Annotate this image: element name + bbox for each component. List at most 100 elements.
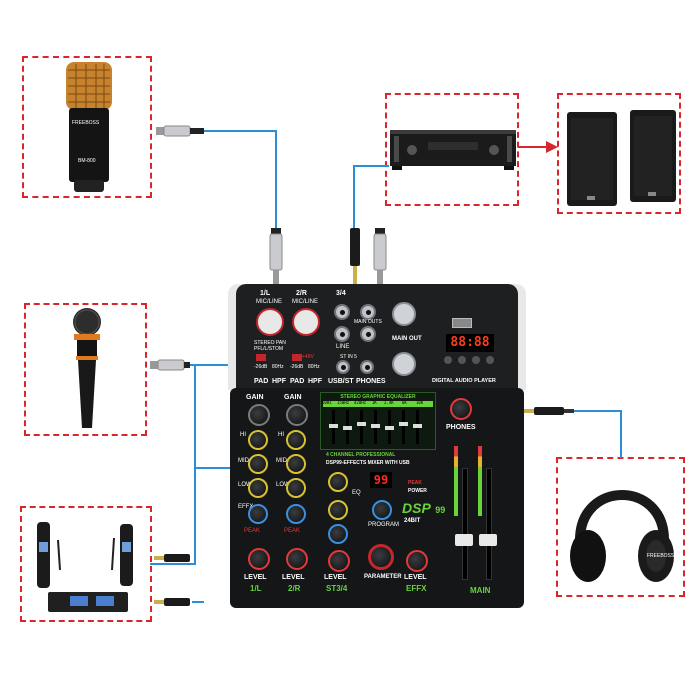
ch1-mid-knob[interactable]	[248, 454, 268, 474]
effx-level-knob[interactable]	[406, 550, 428, 572]
ch1-pad-label: PAD	[254, 378, 269, 385]
eq-band-6k: 6K	[402, 400, 407, 405]
ch1-gain-label: GAIN	[246, 394, 264, 401]
condenser-mic	[66, 62, 112, 192]
eq-band-420: 420Hz	[354, 400, 367, 405]
main-fader-cap-r[interactable]	[479, 534, 497, 546]
ch2-combo-jack[interactable]	[292, 308, 320, 336]
phones-rear-label: PHONES	[356, 378, 386, 385]
eq-band-10k: 10K	[416, 400, 424, 405]
st34-hi-knob[interactable]	[328, 472, 348, 492]
ch1-hpf-label: HPF	[272, 378, 286, 385]
power-label: POWER	[408, 488, 427, 494]
signal-arrow	[518, 141, 558, 153]
eq-slider-cap-4[interactable]	[371, 424, 380, 428]
ch1-level-knob[interactable]	[248, 548, 270, 570]
ch2-level-knob[interactable]	[286, 548, 308, 570]
usb-st-label: USB/ST	[328, 378, 354, 385]
dsp-text: DSP	[402, 500, 431, 516]
st-in-label: ST IN 5	[340, 354, 357, 360]
main-fader-cap-l[interactable]	[455, 534, 473, 546]
ch2-peak-label: PEAK	[284, 528, 301, 534]
main-out-jack-l[interactable]	[360, 304, 376, 320]
dsp-number: 99	[435, 505, 446, 515]
main-out-xlr-r[interactable]	[392, 352, 416, 376]
ch1-combo-jack[interactable]	[256, 308, 284, 336]
speaker-left	[567, 112, 617, 206]
ch1-level-label: LEVEL	[244, 574, 267, 581]
ch1-effx-knob[interactable]	[248, 504, 268, 524]
eq-slider-cap-2[interactable]	[343, 426, 352, 430]
ch2-pad-switch[interactable]	[292, 354, 302, 361]
main-strip-label: MAIN	[470, 586, 491, 595]
speaker-right	[630, 110, 676, 202]
ch1-mic-line: MIC/LINE	[256, 299, 283, 305]
st34-effx-knob[interactable]	[328, 524, 348, 544]
eq-slider-cap-6[interactable]	[399, 422, 408, 426]
eq-band-2k4: 2.4K	[384, 400, 394, 405]
ch2-strip-label: 2/R	[288, 584, 301, 593]
ch1-pad-switch[interactable]	[256, 354, 266, 361]
main-fader-slot-r[interactable]	[486, 468, 492, 580]
eq-slider-cap-1[interactable]	[329, 424, 338, 428]
main-out-xlr-l[interactable]	[392, 302, 416, 326]
player-button-play[interactable]	[472, 356, 480, 364]
cable-mic1-h	[202, 130, 277, 132]
wireless-mic-system	[37, 522, 133, 612]
ch2-low-knob[interactable]	[286, 478, 306, 498]
eq-band-60: 60Hz	[322, 400, 332, 405]
cable-phones-v	[620, 410, 622, 458]
ch1-hi-knob[interactable]	[248, 430, 268, 450]
ch2-hi-knob[interactable]	[286, 430, 306, 450]
program-knob[interactable]	[372, 500, 392, 520]
power-amplifier	[390, 130, 516, 170]
st34-strip-label: ST3/4	[326, 584, 348, 593]
eq-slider-cap-5[interactable]	[385, 426, 394, 430]
main-out-label: MAIN OUT	[392, 336, 422, 342]
player-button-prev[interactable]	[458, 356, 466, 364]
xlr-plug-mixer-ch1	[269, 228, 283, 284]
ch4-line-jack[interactable]	[334, 326, 350, 342]
player-button-mode[interactable]	[444, 356, 452, 364]
st34-level-knob[interactable]	[328, 550, 350, 572]
headphones	[570, 490, 674, 582]
cable-handheld-h	[187, 364, 236, 366]
ch1-gain-knob[interactable]	[248, 404, 270, 426]
ch2-phantom: +48V	[302, 354, 314, 360]
ch2-effx-knob[interactable]	[286, 504, 306, 524]
ch1-low-label: LOW	[238, 482, 252, 488]
ch2-mid-knob[interactable]	[286, 454, 306, 474]
ch2-gain-knob[interactable]	[286, 404, 308, 426]
parameter-label: PARAMETER	[364, 574, 402, 580]
cable-phones-h	[572, 410, 622, 412]
st34-low-knob[interactable]	[328, 500, 348, 520]
phones-level-knob[interactable]	[450, 398, 472, 420]
parameter-knob[interactable]	[368, 544, 394, 570]
usb-st-jack[interactable]	[336, 360, 350, 374]
eq-band-1k: 1K	[372, 400, 377, 405]
audio-mixer: 1/L MIC/LINE STEREO PAN PFL/L/STOM -26dB…	[228, 284, 526, 608]
headphone-brand-label: FREEBOSS	[647, 553, 675, 559]
mic-model-label: BM-800	[78, 158, 96, 164]
ch1-hi-label: HI	[240, 432, 246, 438]
dsp-bit-label: 24BIT	[404, 518, 421, 524]
eq-slider-3[interactable]	[360, 410, 363, 444]
ch1-effx-label: EFFX	[238, 504, 254, 510]
eq-slider-cap-3[interactable]	[357, 422, 366, 426]
main-fader-slot-l[interactable]	[462, 468, 468, 580]
mixer-control-panel: GAIN HI MID LOW EFFX PEAK LEVEL 1/L GAIN…	[230, 388, 524, 608]
eq-slider-cap-7[interactable]	[413, 424, 422, 428]
mic-brand-label: FREEBOSS	[72, 120, 100, 126]
main-out-jack-r[interactable]	[360, 326, 376, 342]
ch2-number: 2/R	[296, 290, 307, 297]
digital-audio-player-label: DIGITAL AUDIO PLAYER	[432, 378, 496, 384]
player-button-next[interactable]	[486, 356, 494, 364]
ch1-low-knob[interactable]	[248, 478, 268, 498]
ch2-gain-label: GAIN	[284, 394, 302, 401]
ch1-pad-26: -26dB	[254, 364, 268, 370]
eq-slider-6[interactable]	[402, 410, 405, 444]
phones-jack[interactable]	[360, 360, 374, 374]
peak-label: PEAK	[408, 480, 422, 486]
usb-port[interactable]	[452, 318, 472, 328]
ch3-line-jack[interactable]	[334, 304, 350, 320]
